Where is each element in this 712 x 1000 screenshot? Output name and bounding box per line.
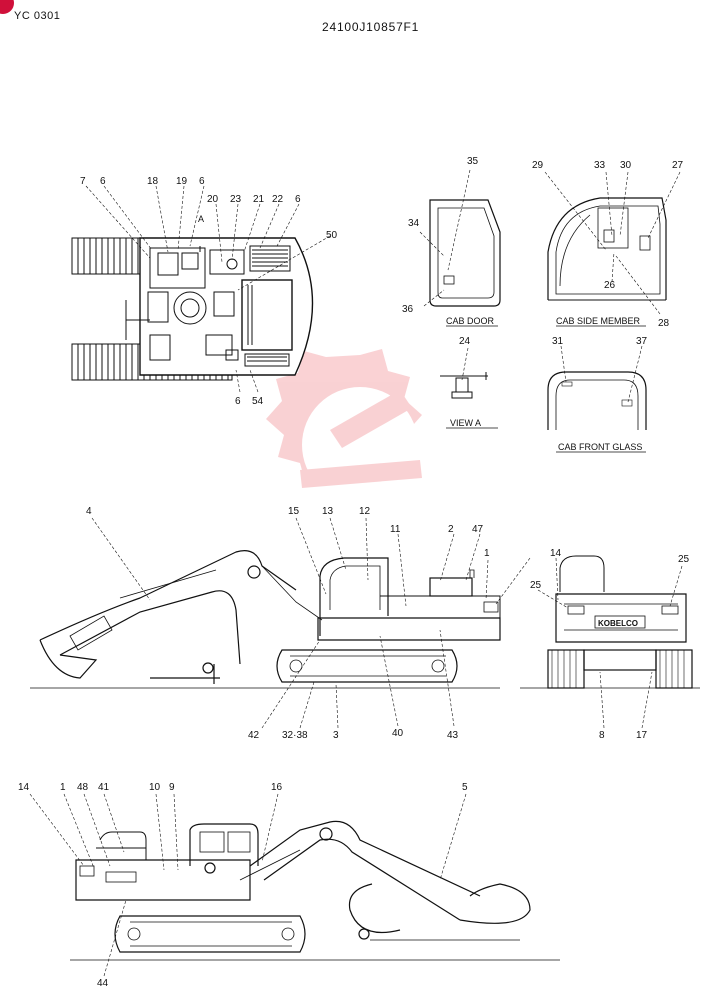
top-view-plan xyxy=(71,237,314,381)
callout: 4 xyxy=(86,506,92,517)
callout: 18 xyxy=(147,176,159,187)
view-title-cab-door: CAB DOOR xyxy=(446,316,495,326)
callout: 6 xyxy=(295,194,301,205)
callouts-view-a: 24 xyxy=(459,336,471,347)
callout: 42 xyxy=(248,730,260,741)
side-view-excavator xyxy=(30,550,501,689)
callouts-cab-front-glass: 31 37 xyxy=(552,336,648,347)
top-view-leaders xyxy=(85,185,331,393)
callout: 33 xyxy=(594,160,606,171)
callout: 43 xyxy=(447,730,459,741)
callout: 13 xyxy=(322,506,334,517)
callout: 16 xyxy=(271,782,283,793)
callout: 40 xyxy=(392,728,404,739)
callout: 8 xyxy=(599,730,605,741)
callouts-rear-view: 14 25 25 8 17 xyxy=(530,548,690,741)
callout: 15 xyxy=(288,506,300,517)
callouts-left-view: 14 1 48 41 10 9 16 5 44 xyxy=(18,782,468,989)
callout: 48 xyxy=(77,782,89,793)
view-title-view-a: VIEW A xyxy=(450,418,481,428)
callout: 20 xyxy=(207,194,219,205)
view-a-detail xyxy=(440,347,488,399)
callout: 10 xyxy=(149,782,161,793)
callout: 1 xyxy=(60,782,66,793)
left-view-leaders xyxy=(29,793,467,977)
corner-logo-mark xyxy=(0,0,14,14)
callout: 25 xyxy=(678,554,690,565)
callout: 25 xyxy=(530,580,542,591)
callout: 14 xyxy=(550,548,562,559)
callout: 31 xyxy=(552,336,564,347)
callouts-side-view: 4 15 13 12 11 2 47 1 42 32·38 3 40 43 xyxy=(86,506,490,741)
rear-view-leaders xyxy=(537,557,683,729)
callout: 44 xyxy=(97,978,109,989)
callout: 1 xyxy=(484,548,490,559)
callout: 6 xyxy=(100,176,106,187)
callout: 9 xyxy=(169,782,175,793)
callout: 3 xyxy=(333,730,339,741)
rear-view-excavator xyxy=(520,555,700,689)
callout: 32·38 xyxy=(282,730,308,741)
callout: 37 xyxy=(636,336,648,347)
view-title-cab-front-glass: CAB FRONT GLASS xyxy=(558,442,642,452)
cab-door-view xyxy=(419,169,501,307)
view-title-underlines xyxy=(446,325,646,453)
callouts-cab-side-member: 29 33 30 27 26 28 xyxy=(532,160,684,329)
side-view-leaders xyxy=(91,517,531,729)
rear-brand-lettering: KOBELCO xyxy=(598,619,638,628)
document-number: 24100J10857F1 xyxy=(322,20,420,34)
callout: 36 xyxy=(402,304,414,315)
callout: 23 xyxy=(230,194,242,205)
callout: 22 xyxy=(272,194,284,205)
callout: 50 xyxy=(326,230,338,241)
page-code: YC 0301 xyxy=(14,10,61,22)
callout: 2 xyxy=(448,524,454,535)
callout: 54 xyxy=(252,396,264,407)
callouts-top-view: 7 6 18 19 6 20 23 21 22 6 50 6 54 xyxy=(80,176,338,407)
callout: 41 xyxy=(98,782,110,793)
callout: 29 xyxy=(532,160,544,171)
cab-side-member-view xyxy=(544,171,681,315)
callout: 26 xyxy=(604,280,616,291)
callout: 28 xyxy=(658,318,670,329)
callout: 6 xyxy=(199,176,205,187)
callout: 14 xyxy=(18,782,30,793)
callout: 19 xyxy=(176,176,188,187)
callout: 30 xyxy=(620,160,632,171)
callout: 21 xyxy=(253,194,265,205)
cab-front-glass-view xyxy=(547,345,647,430)
watermark-gear-icon xyxy=(266,349,422,503)
callout: 12 xyxy=(359,506,371,517)
callout: 17 xyxy=(636,730,648,741)
view-a-marker: A xyxy=(198,214,204,224)
callout: 35 xyxy=(467,156,479,167)
callout: 5 xyxy=(462,782,468,793)
callout: 7 xyxy=(80,176,86,187)
view-title-cab-side-member: CAB SIDE MEMBER xyxy=(556,316,641,326)
callout: 34 xyxy=(408,218,420,229)
callout: 27 xyxy=(672,160,684,171)
callout: 6 xyxy=(235,396,241,407)
callout: 47 xyxy=(472,524,484,535)
callouts-cab-door: 35 34 36 xyxy=(402,156,479,315)
callout: 24 xyxy=(459,336,471,347)
left-view-excavator xyxy=(70,820,560,961)
callout: 11 xyxy=(390,524,401,535)
